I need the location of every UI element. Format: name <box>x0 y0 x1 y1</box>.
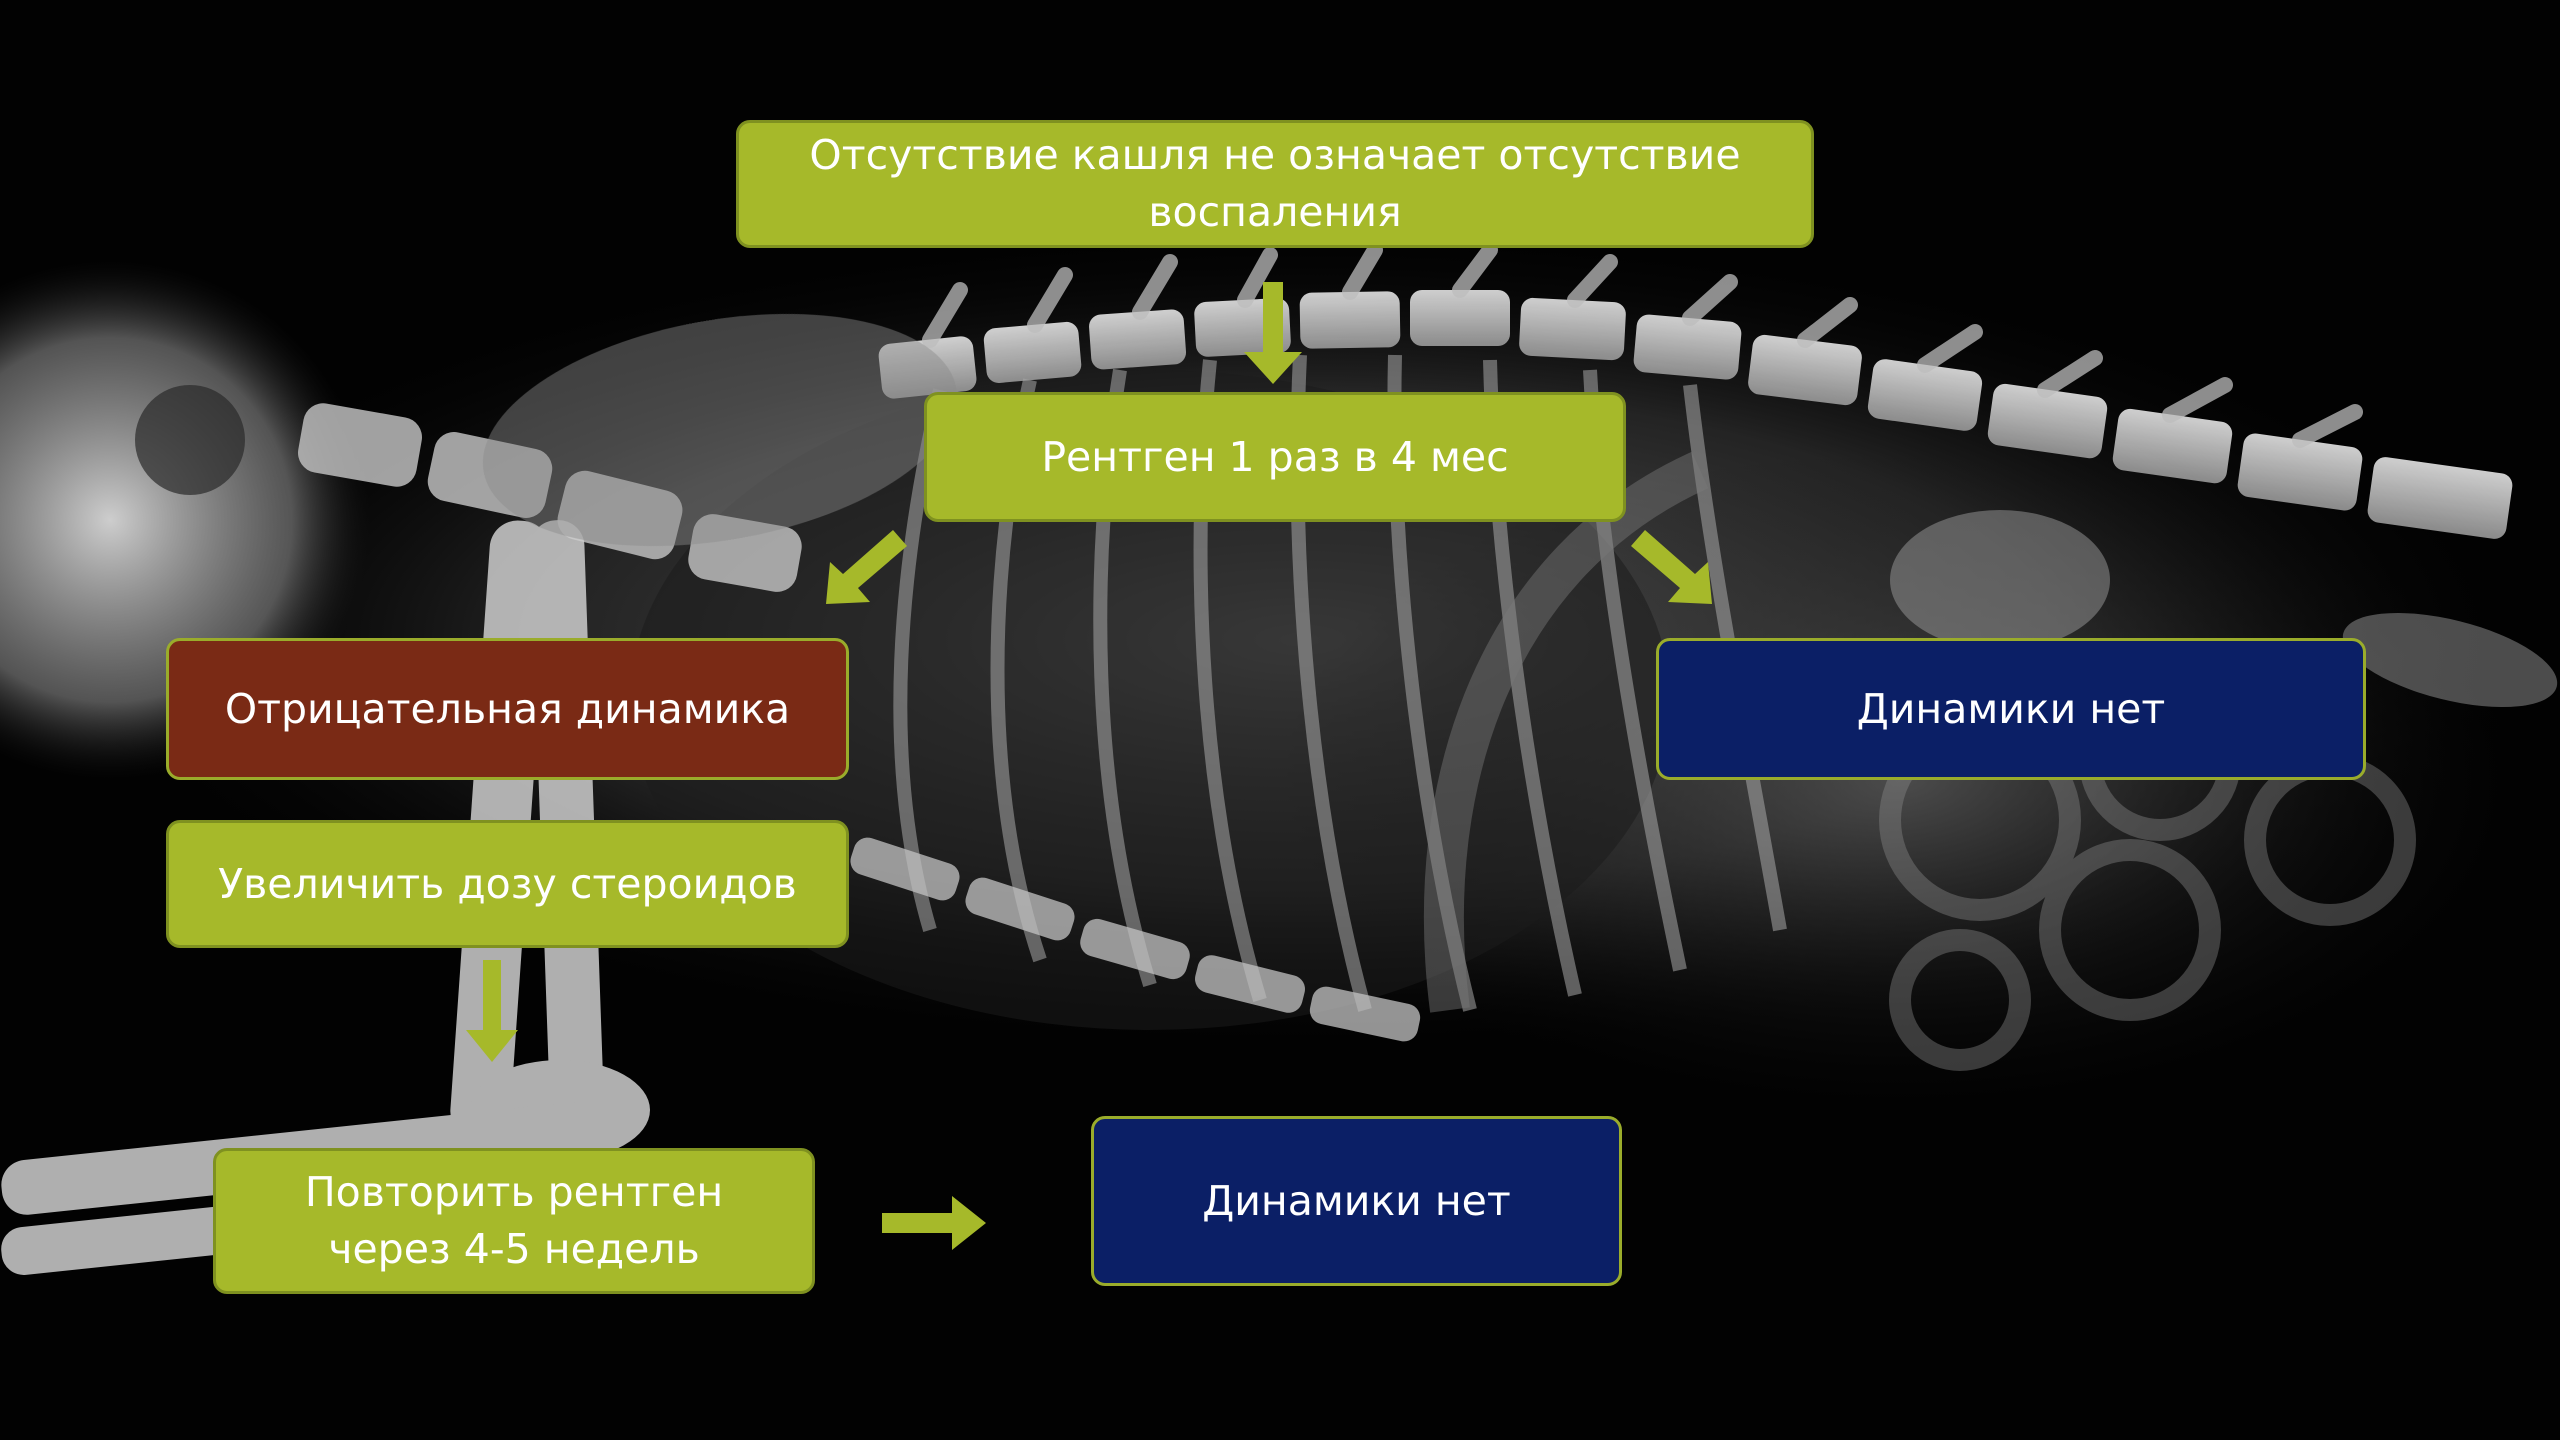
node-no-dynamics-right: Динамики нет <box>1656 638 2366 780</box>
node-no-cough-label: Отсутствие кашля не означает отсутствие … <box>763 127 1787 241</box>
arrow-down-top <box>1244 282 1302 384</box>
node-repeat-xray: Повторить рентген через 4-5 недель <box>213 1148 815 1294</box>
node-no-dynamics-bottom: Динамики нет <box>1091 1116 1622 1286</box>
node-no-dynamics-right-label: Динамики нет <box>1857 681 2166 738</box>
node-increase-steroid-dose-label: Увеличить дозу стероидов <box>218 856 797 913</box>
node-repeat-xray-label: Повторить рентген через 4-5 недель <box>240 1164 788 1278</box>
node-negative-dynamics-label: Отрицательная динамика <box>225 681 790 738</box>
node-no-dynamics-bottom-label: Динамики нет <box>1202 1173 1511 1230</box>
arrow-right-bottom <box>882 1196 986 1250</box>
arrow-down-left <box>826 530 907 604</box>
node-xray-frequency-label: Рентген 1 раз в 4 мес <box>1041 429 1508 486</box>
node-increase-steroid-dose: Увеличить дозу стероидов <box>166 820 849 948</box>
arrow-down-bottom <box>466 960 518 1062</box>
arrow-down-right <box>1631 530 1712 604</box>
node-xray-frequency: Рентген 1 раз в 4 мес <box>924 392 1626 522</box>
node-no-cough: Отсутствие кашля не означает отсутствие … <box>736 120 1814 248</box>
node-negative-dynamics: Отрицательная динамика <box>166 638 849 780</box>
